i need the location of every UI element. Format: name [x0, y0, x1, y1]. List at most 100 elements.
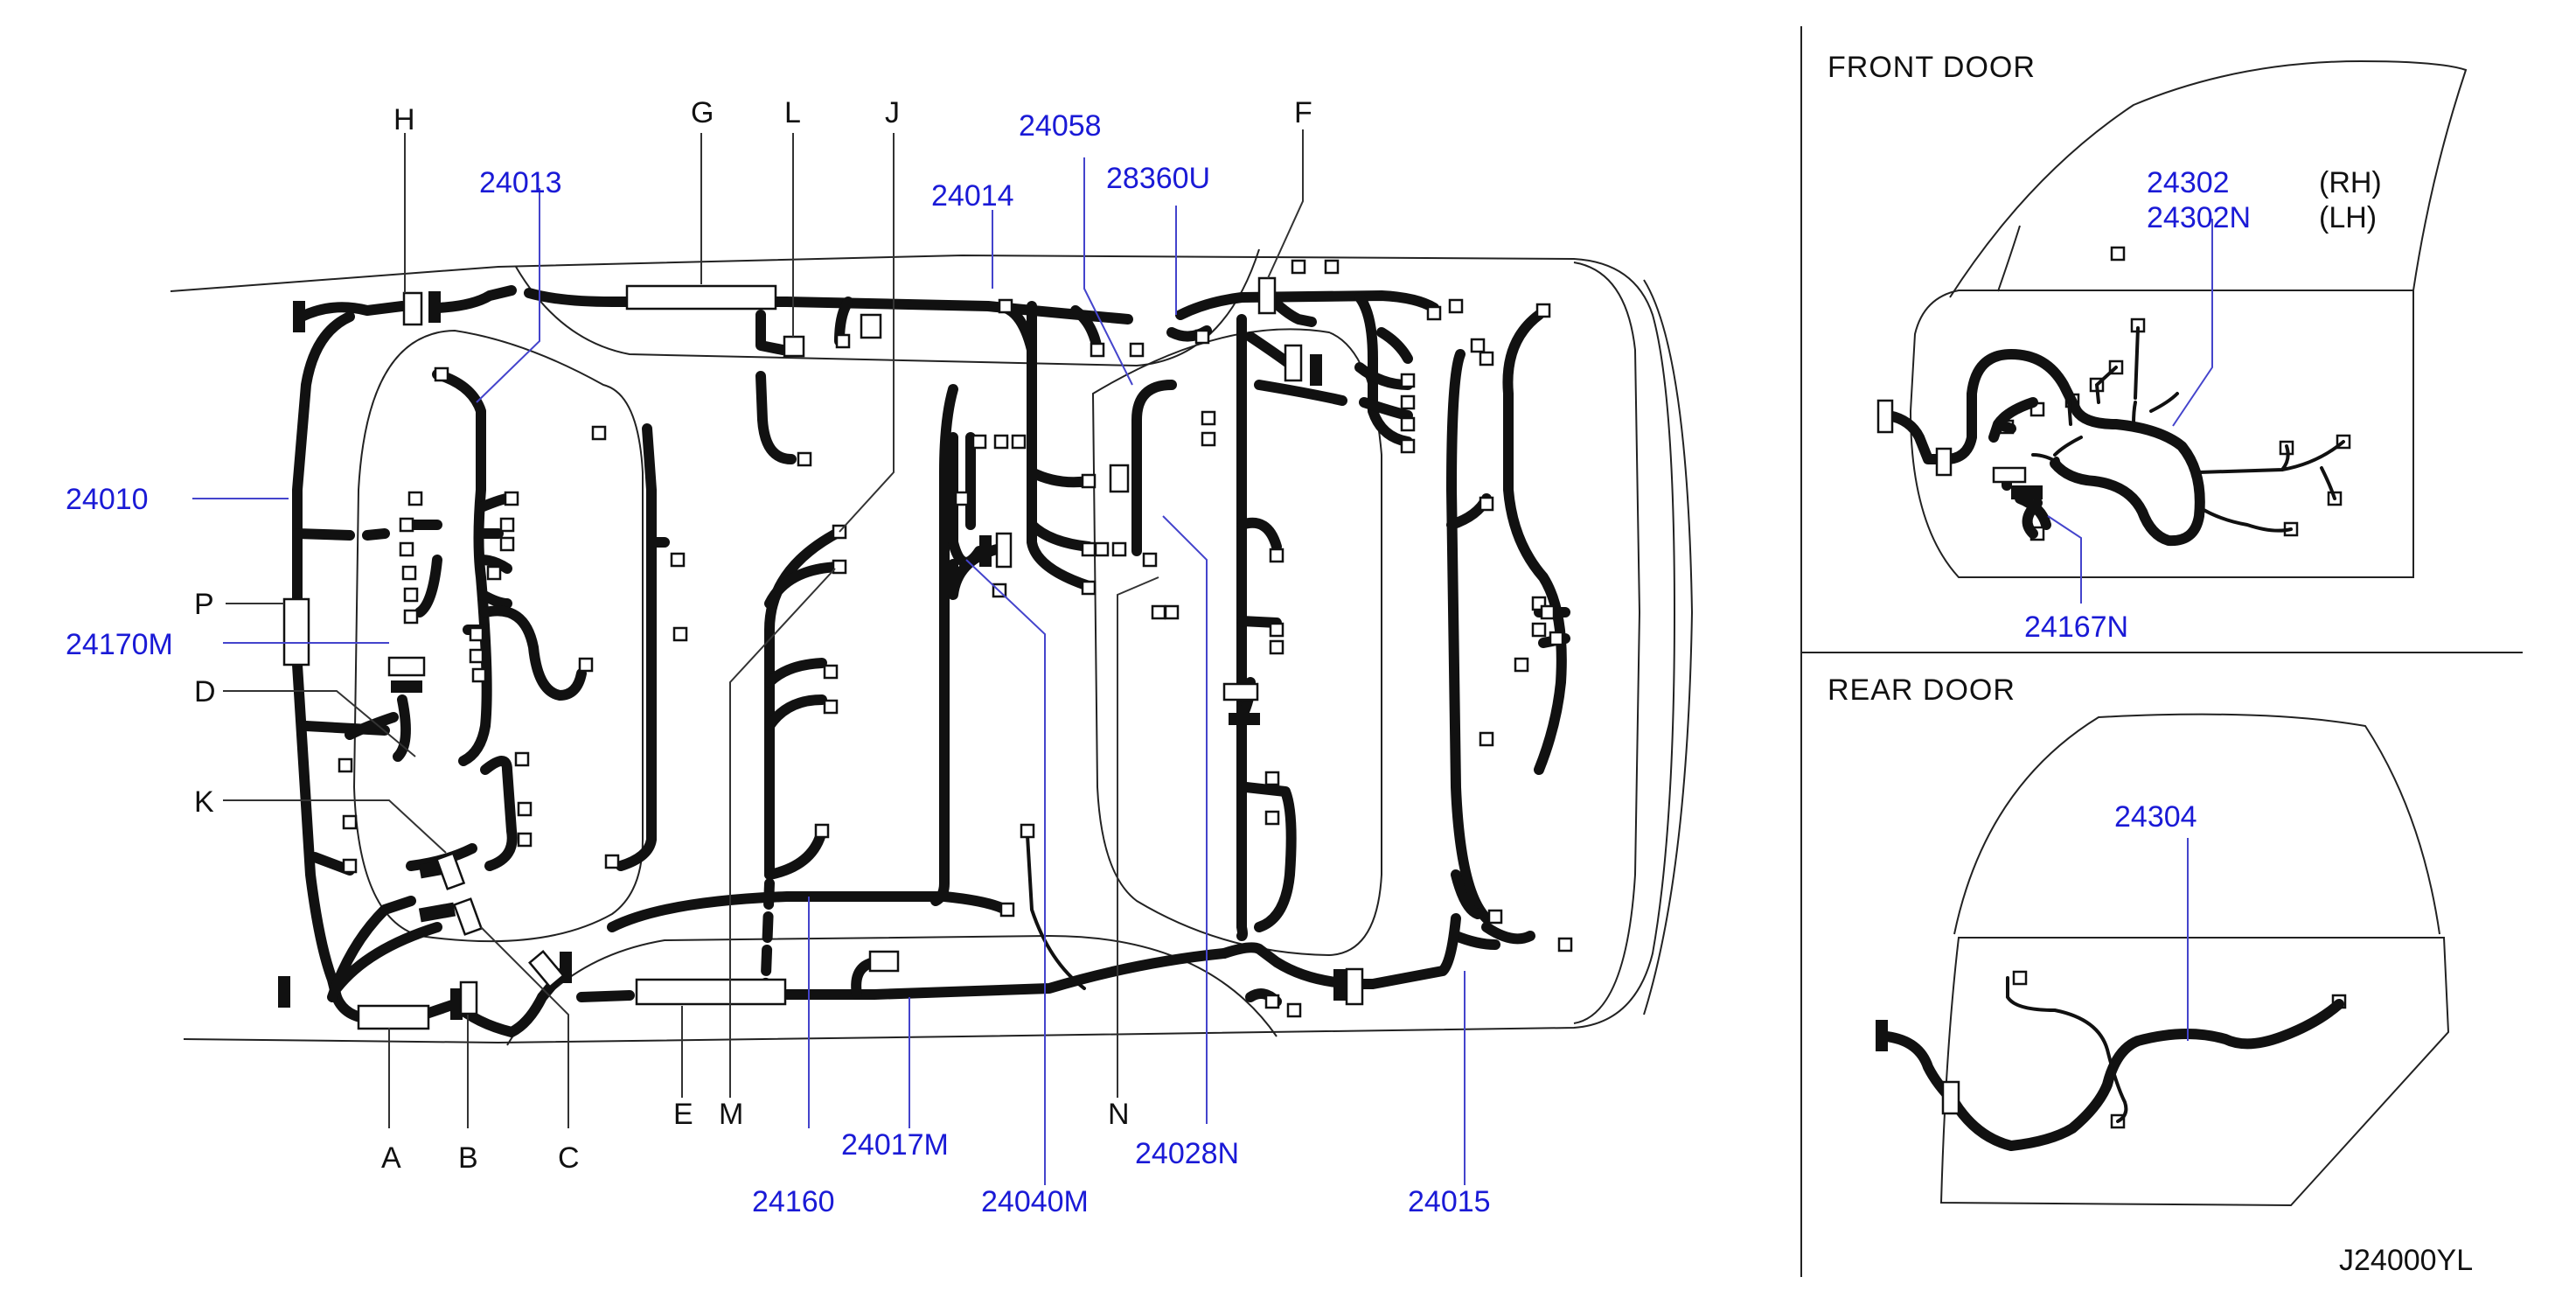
terminal-connector	[823, 699, 839, 715]
connector-K	[435, 852, 466, 890]
label-24170M: 24170M	[66, 628, 173, 661]
terminal-connector	[1269, 622, 1285, 638]
label-24010: 24010	[66, 483, 149, 516]
terminal-connector	[954, 491, 970, 506]
terminal-connector	[998, 298, 1013, 314]
terminal-connector	[1194, 329, 1210, 345]
terminal-connector	[670, 552, 686, 568]
terminal-connector	[1151, 604, 1166, 620]
connector-A	[357, 1004, 430, 1030]
label-24017M: 24017M	[841, 1128, 949, 1162]
terminal-connector	[403, 609, 419, 625]
terminal-connector	[1264, 994, 1280, 1009]
plug-block	[1229, 713, 1260, 725]
door-plug	[2011, 485, 2043, 499]
terminal-connector	[1081, 580, 1097, 596]
label-K: K	[194, 785, 214, 819]
front-door-outline	[1909, 290, 2414, 578]
terminal-connector	[993, 434, 1009, 450]
terminal-connector	[823, 664, 839, 680]
terminal-connector	[1514, 657, 1529, 673]
main-harness-routes	[292, 285, 1570, 1037]
terminal-connector	[1129, 342, 1145, 358]
plug-block	[428, 291, 441, 323]
label-P: P	[194, 588, 214, 621]
door-connector	[1992, 466, 2027, 484]
diagram-id: J24000YL	[2339, 1244, 2473, 1277]
terminal-connector	[591, 425, 607, 441]
label-B: B	[458, 1141, 478, 1175]
terminal-connector	[403, 587, 419, 603]
terminal-connector	[832, 559, 847, 575]
terminal-connector	[1090, 342, 1105, 358]
connector-E	[635, 978, 787, 1006]
plug-block	[450, 988, 463, 1020]
terminal-connector	[1487, 909, 1503, 925]
terminal-connector	[1470, 338, 1486, 353]
terminal-connector	[338, 757, 353, 773]
terminal-connector	[1011, 434, 1027, 450]
plug-block	[418, 902, 456, 923]
label-N: N	[1108, 1098, 1130, 1131]
terminal-connector	[399, 541, 414, 557]
label-M: M	[719, 1098, 743, 1131]
front-door-panel: FRONT DOOR 24302 24302N (RH) (LH) 24167N	[1828, 51, 2468, 644]
rear-door-connector	[1941, 1080, 1960, 1115]
plug-block	[293, 301, 305, 332]
connector-24017M	[868, 950, 900, 973]
terminal-connector	[1081, 541, 1097, 557]
terminal-connector	[1142, 552, 1158, 568]
connector-15xx	[1284, 344, 1303, 382]
terminal-connector	[2012, 970, 2028, 986]
label-H: H	[393, 103, 415, 136]
terminal-connector	[471, 667, 487, 683]
label-G: G	[691, 96, 714, 129]
terminal-connector	[672, 626, 688, 642]
plug-block	[1310, 354, 1322, 386]
terminal-connector	[1081, 473, 1097, 489]
terminal-connector	[1557, 937, 1573, 953]
label-24058: 24058	[1019, 109, 1102, 143]
connector-H	[402, 291, 423, 326]
part-labels: 24010 24013 24014 24058 28360U 24170M 24…	[66, 96, 1491, 1218]
door-connector	[1935, 447, 1953, 477]
terminal-connector	[401, 565, 417, 581]
door-connector	[1876, 399, 1894, 434]
terminal-connector	[342, 814, 358, 830]
connector-top	[860, 313, 882, 339]
terminal-connector	[486, 565, 502, 581]
terminal-connector	[999, 902, 1015, 918]
label-24014: 24014	[931, 179, 1014, 213]
label-24160: 24160	[752, 1185, 835, 1218]
label-rh: (RH)	[2319, 166, 2382, 199]
plug-block	[391, 680, 422, 693]
terminal-connector	[1426, 305, 1442, 321]
terminal-connector	[797, 451, 812, 467]
terminal-connector	[1479, 351, 1494, 366]
label-L: L	[784, 96, 801, 129]
leader-lines	[192, 129, 1466, 1185]
terminal-connector	[578, 657, 594, 673]
label-28360U: 28360U	[1106, 162, 1210, 195]
rear-door-plug	[1876, 1020, 1888, 1051]
label-24302N: 24302N	[2147, 201, 2251, 234]
label-24015: 24015	[1408, 1185, 1491, 1218]
terminal-connector	[499, 517, 515, 533]
terminal-connector	[2110, 246, 2126, 262]
terminal-connector	[1264, 771, 1280, 786]
terminal-connector	[814, 823, 830, 839]
terminal-connector	[342, 858, 358, 874]
terminal-connector	[1094, 541, 1110, 557]
plug-block	[979, 535, 992, 567]
terminal-connector	[1286, 1002, 1302, 1018]
label-F: F	[1294, 96, 1312, 129]
connector-24170M	[387, 656, 426, 677]
terminal-connector	[1201, 431, 1216, 447]
label-E: E	[673, 1098, 693, 1131]
terminal-connector	[971, 434, 987, 450]
terminal-connector	[517, 832, 533, 848]
panel-dividers	[1800, 26, 2523, 1277]
terminal-connector	[434, 366, 449, 382]
terminal-connector	[1269, 548, 1285, 563]
